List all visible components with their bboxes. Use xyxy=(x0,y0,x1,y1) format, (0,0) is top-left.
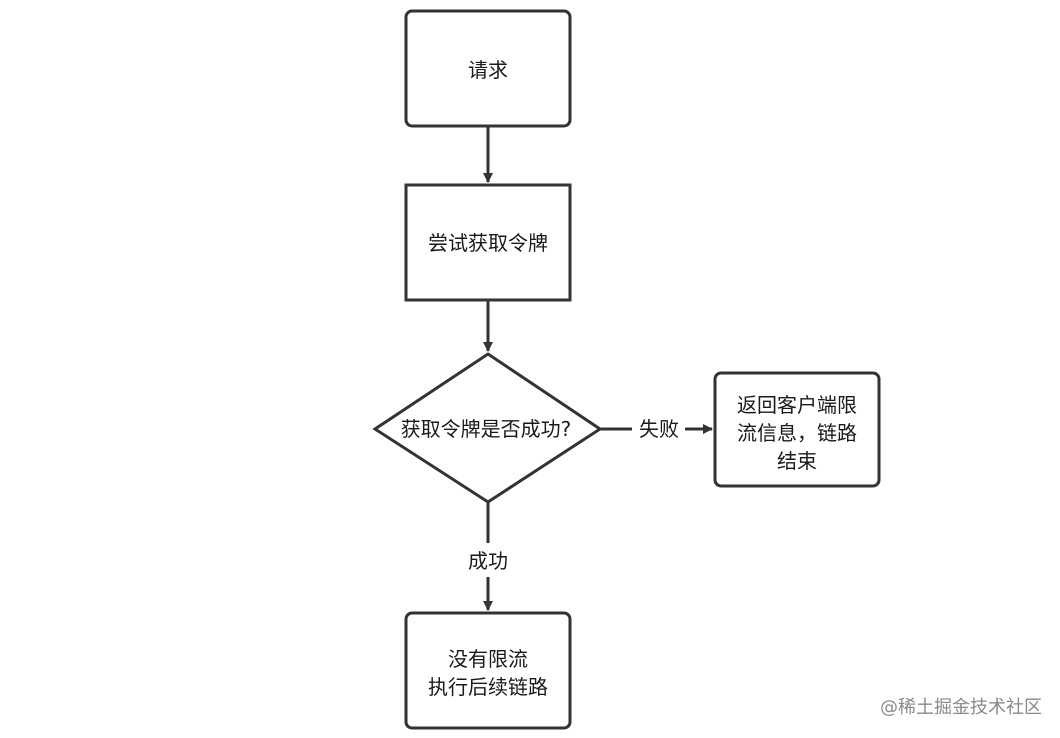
request-node-label: 请求 xyxy=(468,58,508,82)
fail-edge-label: 失败 xyxy=(639,417,679,441)
success-node-label-line1: 没有限流 xyxy=(448,647,528,671)
success-node xyxy=(404,611,572,730)
watermark-text: @稀土掘金技术社区 xyxy=(880,697,1042,718)
fail-node-label-line3: 结束 xyxy=(777,449,817,473)
try-token-node-label: 尝试获取令牌 xyxy=(428,231,548,255)
fail-node xyxy=(713,371,881,488)
fail-node-label-line2: 流信息，链路 xyxy=(737,421,857,445)
decision-node-label: 获取令牌是否成功? xyxy=(401,417,572,441)
success-edge-label: 成功 xyxy=(468,549,508,573)
fail-node-label-line1: 返回客户端限 xyxy=(737,393,857,417)
success-node-label-line2: 执行后续链路 xyxy=(428,675,548,699)
try-token-node xyxy=(404,183,572,302)
